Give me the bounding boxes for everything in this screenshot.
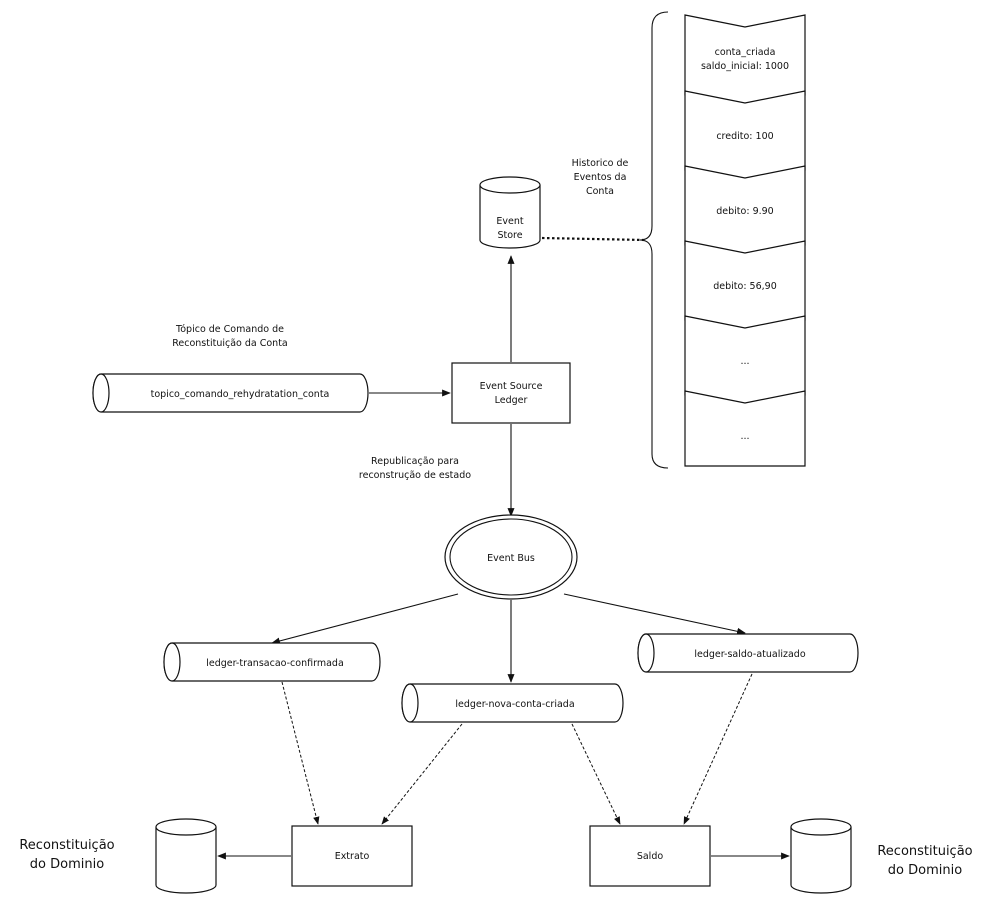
topic-nova-conta-label: ledger-nova-conta-criada — [455, 699, 574, 710]
event-source-ledger-line1: Event Source — [480, 381, 543, 392]
nova-conta-to-saldo-arrow — [571, 723, 621, 825]
topic-transacao-confirmada: ledger-transacao-confirmada — [163, 642, 381, 682]
saldo-topic-to-saldo-arrow — [683, 673, 753, 825]
history-label-line3: Conta — [586, 186, 614, 197]
domain-db-right — [790, 818, 852, 894]
command-topic-label-line1: Tópico de Comando de — [175, 324, 284, 335]
topic-saldo-atualizado: ledger-saldo-atualizado — [637, 633, 859, 673]
event-item-line1: conta_criada — [715, 47, 776, 58]
history-label: Historico de Eventos da Conta — [572, 158, 629, 197]
command-topic: topico_comando_rehydratation_conta — [92, 373, 369, 413]
event-item: conta_criada saldo_inicial: 1000 — [684, 14, 806, 108]
event-bus: Event Bus — [444, 514, 578, 600]
event-source-ledger: Event Source Ledger — [451, 362, 571, 424]
bus-to-saldo-arrow — [563, 593, 746, 635]
topic-transacao-label: ledger-transacao-confirmada — [206, 658, 344, 669]
event-store-history-link — [541, 236, 646, 242]
domain-label-left-line2: do Dominio — [30, 857, 104, 872]
history-brace — [639, 11, 669, 469]
event-item-line1: ... — [740, 431, 749, 442]
republish-label: Republicação para reconstrução de estado — [359, 456, 471, 481]
command-topic-label-line2: Reconstituição da Conta — [172, 338, 288, 349]
event-store-label-line2: Store — [497, 230, 522, 241]
event-item-line1: debito: 56,90 — [713, 281, 777, 292]
saldo-label: Saldo — [637, 851, 664, 862]
republish-label-line1: Republicação para — [371, 456, 459, 467]
event-item: credito: 100 — [684, 90, 806, 183]
event-bus-label: Event Bus — [487, 553, 535, 564]
event-source-ledger-line2: Ledger — [495, 395, 528, 406]
extrato-label: Extrato — [335, 851, 370, 862]
event-item-line1: credito: 100 — [716, 131, 773, 142]
domain-label-left: Reconstituição do Dominio — [19, 838, 114, 872]
domain-label-left-line1: Reconstituição — [19, 838, 114, 853]
history-label-line2: Eventos da — [574, 172, 627, 183]
topic-nova-conta-criada: ledger-nova-conta-criada — [401, 683, 624, 723]
history-label-line1: Historico de — [572, 158, 629, 169]
event-item-line1: ... — [740, 356, 749, 367]
event-item: debito: 56,90 — [684, 240, 806, 333]
event-item: ... — [684, 390, 806, 467]
event-item-line2: saldo_inicial: 1000 — [701, 61, 789, 72]
event-store: Event Store — [479, 176, 541, 249]
bus-to-transacao-arrow — [271, 593, 459, 645]
nova-conta-to-extrato-arrow — [381, 723, 463, 825]
domain-label-right-line1: Reconstituição — [877, 844, 972, 859]
domain-label-right: Reconstituição do Dominio — [877, 844, 972, 878]
command-topic-label: topico_comando_rehydratation_conta — [151, 389, 330, 400]
domain-label-right-line2: do Dominio — [888, 863, 962, 878]
republish-label-line2: reconstrução de estado — [359, 470, 471, 481]
event-history-list: conta_criada saldo_inicial: 1000 credito… — [684, 14, 806, 467]
extrato-consumer: Extrato — [291, 825, 413, 887]
saldo-consumer: Saldo — [589, 825, 711, 887]
event-store-label-line1: Event — [496, 216, 523, 227]
transacao-to-extrato-arrow — [281, 681, 320, 825]
command-topic-label: Tópico de Comando de Reconstituição da C… — [172, 324, 288, 349]
event-item: debito: 9.90 — [684, 165, 806, 258]
event-item-line1: debito: 9.90 — [716, 206, 773, 217]
domain-db-left — [155, 818, 217, 894]
event-item: ... — [684, 315, 806, 408]
topic-saldo-label: ledger-saldo-atualizado — [694, 649, 805, 660]
